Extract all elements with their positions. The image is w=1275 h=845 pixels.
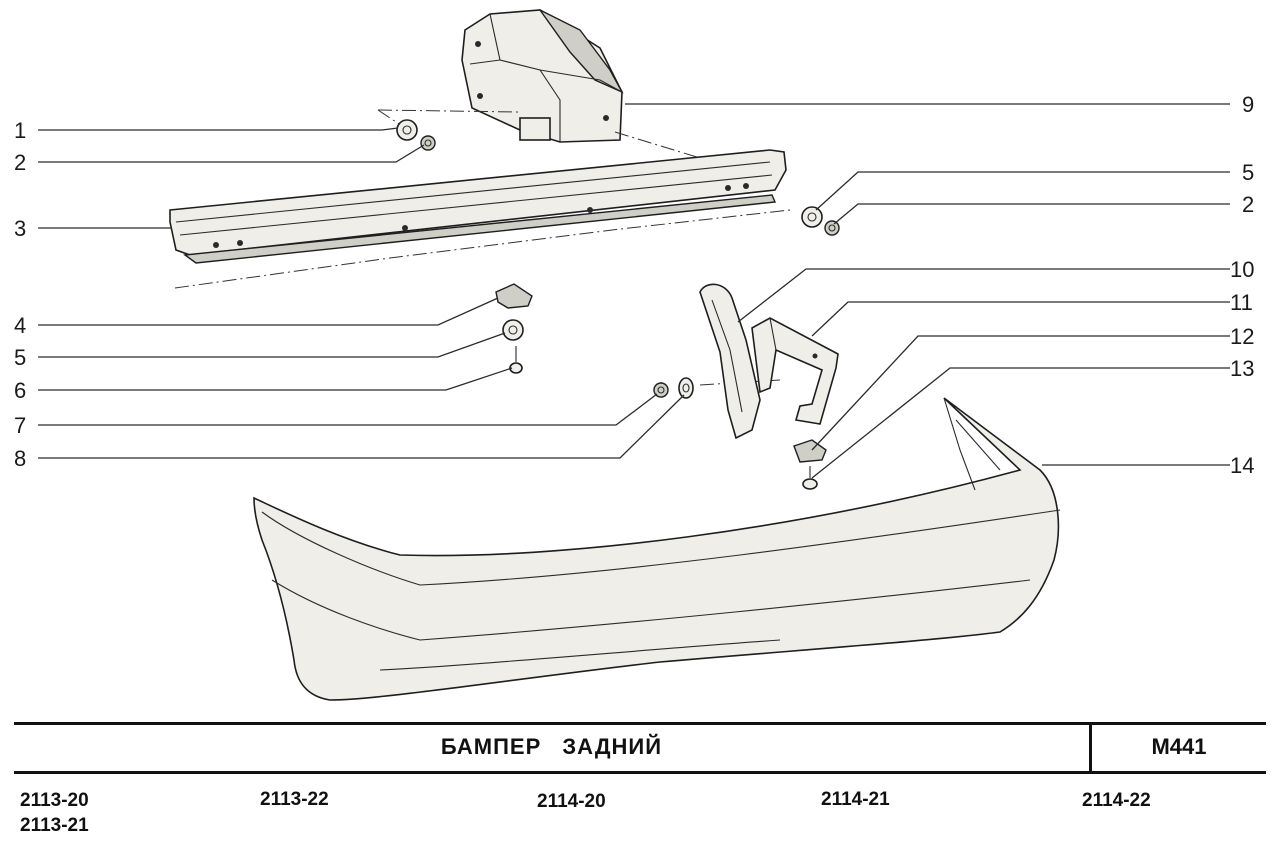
model-code: 2114-22	[1082, 790, 1151, 811]
part-2-nut-left	[420, 135, 436, 151]
callout-5: 5	[14, 345, 26, 370]
model-code: 2113-22	[260, 789, 329, 810]
part-11-side-bracket	[751, 317, 839, 425]
part-3-beam	[169, 149, 787, 264]
leader-lines	[38, 103, 1230, 479]
part-6-screw	[509, 346, 523, 374]
callout-3: 3	[14, 216, 26, 241]
part-2-nut-right	[824, 220, 840, 236]
callout-4: 4	[14, 313, 26, 338]
callout-6: 6	[14, 378, 26, 403]
title-block: БАМПЕР ЗАДНИЙ М441	[14, 722, 1266, 774]
callout-12: 12	[1230, 324, 1254, 349]
callout-9: 9	[1242, 92, 1254, 117]
part-7-nut	[653, 382, 669, 398]
title-divider	[1089, 725, 1092, 771]
callout-10: 10	[1230, 257, 1254, 282]
drawing-title: БАМПЕР ЗАДНИЙ	[440, 734, 663, 759]
callout-7: 7	[14, 413, 26, 438]
model-code: 2113-20	[20, 790, 89, 811]
axis-line	[174, 209, 791, 289]
part-14-bumper-cover	[253, 397, 1061, 701]
model-code: 2114-20	[537, 791, 606, 812]
callout-11: 11	[1230, 290, 1253, 315]
part-10-side-guide	[699, 283, 761, 440]
callout-8: 8	[14, 446, 26, 471]
callout-2-right: 2	[1242, 192, 1254, 217]
callout-14: 14	[1230, 453, 1254, 478]
callout-5-right: 5	[1242, 160, 1254, 185]
part-13-screw	[802, 466, 818, 490]
part-8-washer	[678, 377, 694, 399]
sheet-code: М441	[1151, 734, 1207, 759]
model-code: 2114-21	[821, 789, 890, 810]
part-1-washer	[396, 119, 418, 141]
part-12-clip	[793, 439, 827, 463]
part-9-bracket	[461, 9, 624, 143]
callout-2: 2	[14, 150, 26, 175]
model-code: 2113-21	[20, 815, 89, 836]
part-5-washer-right	[801, 206, 823, 228]
axis-line	[614, 131, 701, 159]
callout-1: 1	[14, 118, 26, 143]
part-5-washer	[502, 319, 524, 341]
callout-13: 13	[1230, 356, 1254, 381]
part-4-clip	[495, 283, 533, 309]
